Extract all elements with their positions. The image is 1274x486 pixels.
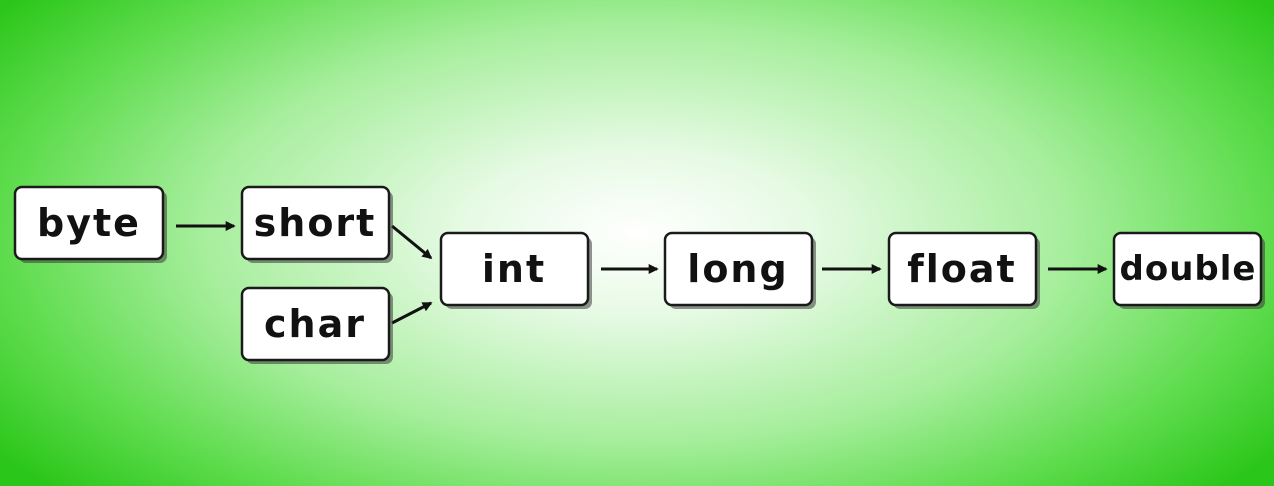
node-long-box	[663, 231, 814, 307]
node-char-box	[240, 286, 391, 362]
node-short: short	[240, 185, 393, 263]
node-short-label: short	[254, 201, 377, 245]
node-char-label: char	[264, 302, 366, 346]
node-int-box	[439, 231, 590, 307]
node-char: char	[240, 286, 393, 364]
node-long: long	[663, 231, 816, 309]
node-double-box	[1112, 231, 1263, 307]
node-double: double	[1112, 231, 1265, 309]
node-double-label: double	[1120, 249, 1257, 289]
edges	[176, 221, 1108, 325]
node-int: int	[439, 231, 592, 309]
edge-short-int	[391, 224, 433, 260]
node-float-label: float	[907, 247, 1016, 291]
node-short-box	[240, 185, 391, 261]
node-float: float	[887, 231, 1040, 309]
node-byte-label: byte	[37, 201, 141, 245]
node-byte-box	[13, 185, 165, 261]
node-long-label: long	[687, 247, 788, 291]
edge-char-int	[391, 301, 433, 325]
node-int-label: int	[482, 247, 546, 291]
node-byte: byte	[13, 185, 167, 263]
node-float-box	[887, 231, 1038, 307]
